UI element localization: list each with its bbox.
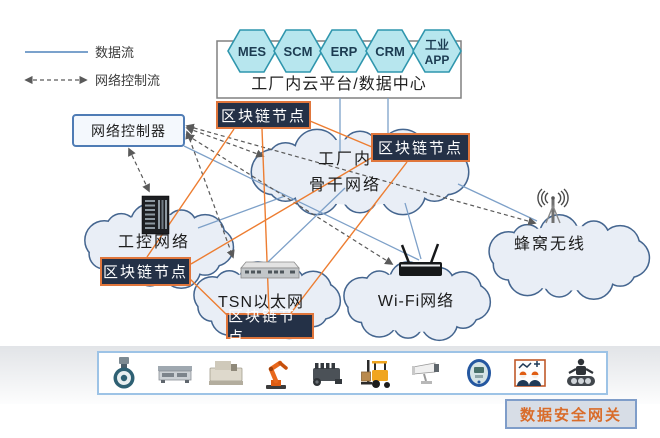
hexagon-crm-label: CRM: [375, 44, 405, 59]
forklift-icon: [359, 354, 397, 392]
data-flow-legend-label: 数据流: [95, 45, 134, 60]
network-controller-box: 网络控制器: [72, 114, 185, 147]
flow-meter-icon: [105, 354, 143, 392]
server-rack-icon: [141, 195, 170, 235]
cellular-network-label: 蜂窝无线: [513, 236, 587, 253]
hexagon-mes-label: MES: [238, 44, 267, 59]
network-controller-label: 网络控制器: [91, 122, 166, 139]
blockchain-node-bottom: 区块链节点: [226, 308, 314, 346]
hexagon-scm: [273, 29, 323, 73]
app-hexagon-labels: MES SCM ERP CRM 工业 APP: [238, 37, 449, 67]
control-flow-legend-label: 网络控制流: [95, 73, 160, 88]
tsn-switch-icon: [240, 261, 300, 279]
hexagon-erp-label: ERP: [331, 44, 358, 59]
tracked-robot-icon: [562, 354, 600, 392]
industrial-control-network-label: 工控网络: [117, 234, 191, 251]
backbone-network-label-line1: 工厂内: [317, 151, 373, 168]
blockchain-node-label: 区块链节点: [102, 264, 188, 281]
wifi-network-label: Wi-Fi网络: [377, 293, 455, 310]
hexagon-erp: [319, 29, 369, 73]
blockchain-node-left: 区块链节点: [100, 257, 191, 286]
robot-arm-icon: [257, 354, 295, 392]
hexagon-mes: [227, 29, 277, 73]
blockchain-node-top: 区块链节点: [216, 101, 311, 129]
blockchain-link-line: [146, 128, 235, 258]
blockchain-link-line: [290, 161, 408, 314]
smart-meter-icon: [460, 354, 498, 392]
workers-monitor-icon: [511, 354, 549, 392]
blockchain-link-lines: [146, 120, 408, 317]
cloud-cellular: [488, 214, 651, 301]
hexagon-industrial-app: [412, 29, 462, 73]
control-flow-lines: [128, 123, 537, 265]
control-flow-line: [185, 123, 537, 226]
data-flow-line: [197, 195, 286, 229]
legend: 数据流 网络控制流: [24, 45, 160, 88]
blockchain-link-line: [190, 157, 372, 265]
hexagon-app-label-2: APP: [425, 53, 450, 67]
backbone-network-label-line2: 骨干网络: [308, 177, 382, 194]
cnc-machine-icon: [207, 354, 245, 392]
wifi-router-icon: [399, 243, 442, 276]
cell-antenna-icon: [537, 188, 569, 224]
data-security-gateway-box: 数据安全网关: [505, 399, 637, 429]
hexagon-app-label-1: 工业: [425, 37, 449, 52]
data-security-gateway-label: 数据安全网关: [519, 406, 622, 424]
engine-icon: [308, 354, 346, 392]
hexagon-crm: [365, 29, 415, 73]
blockchain-link-line: [261, 128, 270, 314]
device-panel: [97, 351, 608, 395]
cctv-camera-icon: [409, 354, 447, 392]
blockchain-node-right: 区块链节点: [371, 133, 470, 162]
pcb-machine-icon: [156, 354, 194, 392]
blockchain-node-label: 区块链节点: [228, 308, 297, 346]
blockchain-node-label: 区块链节点: [220, 107, 306, 125]
app-hexagons: [227, 29, 462, 73]
blockchain-link-line: [309, 120, 373, 148]
tsn-network-label: TSN以太网: [217, 294, 305, 311]
blockchain-link-line: [188, 277, 229, 317]
hexagon-scm-label: SCM: [284, 44, 313, 59]
platform-label: 工厂内云平台/数据中心: [251, 75, 426, 93]
data-flow-line: [457, 183, 538, 222]
control-flow-line: [128, 147, 150, 193]
blockchain-node-label: 区块链节点: [377, 140, 463, 157]
